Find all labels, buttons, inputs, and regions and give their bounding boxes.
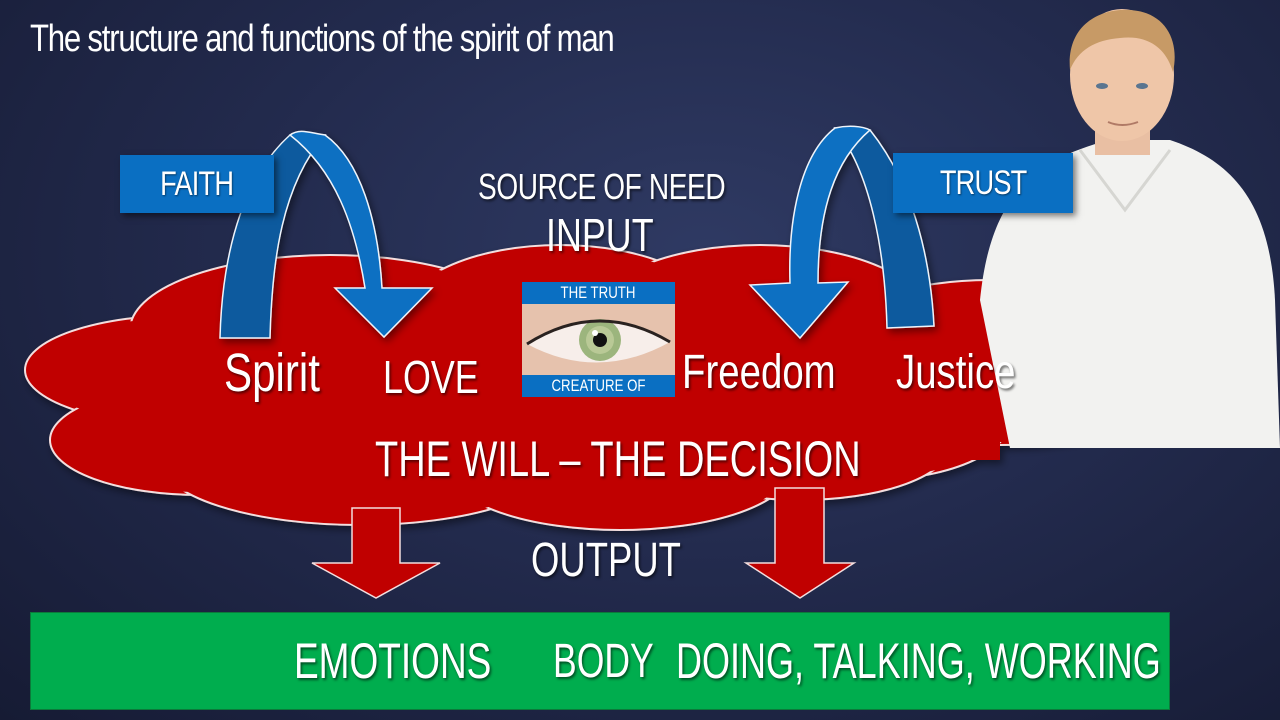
eye-card-top-label: THE TRUTH bbox=[561, 283, 636, 302]
faith-label: FAITH bbox=[160, 164, 234, 203]
eye-card-bottom-band: CREATURE OF GOD bbox=[522, 375, 675, 397]
faith-label-box: FAITH bbox=[120, 155, 274, 213]
output-arrow-right bbox=[743, 487, 857, 599]
output-bar bbox=[30, 612, 1170, 710]
output-label: OUTPUT bbox=[531, 534, 681, 587]
trust-arrow bbox=[748, 125, 935, 340]
output-arrow-left bbox=[311, 507, 441, 599]
slide-title: The structure and functions of the spiri… bbox=[30, 18, 615, 60]
freedom-label: Freedom bbox=[682, 346, 836, 399]
source-of-need-label: SOURCE OF NEED bbox=[478, 166, 726, 207]
love-label: LOVE bbox=[383, 351, 479, 403]
trust-label-box: TRUST bbox=[893, 153, 1073, 213]
spirit-label: Spirit bbox=[224, 343, 320, 403]
input-label: INPUT bbox=[546, 209, 654, 261]
faith-arrow bbox=[219, 130, 434, 339]
eye-photo bbox=[522, 304, 675, 375]
truth-eye-card: THE TRUTH CREATURE OF GOD bbox=[522, 282, 675, 397]
justice-label: Justice bbox=[896, 346, 1016, 399]
output-emotions: EMOTIONS bbox=[294, 633, 492, 689]
eye-card-top-band: THE TRUTH bbox=[522, 282, 675, 304]
output-doing-talking-working: DOING, TALKING, WORKING bbox=[676, 633, 1161, 689]
eye-card-bottom-label: CREATURE OF GOD bbox=[551, 376, 646, 395]
will-decision-label: THE WILL – THE DECISION bbox=[375, 431, 861, 487]
output-body: BODY bbox=[553, 635, 654, 688]
presenter-photo bbox=[970, 0, 1280, 448]
trust-label: TRUST bbox=[939, 163, 1027, 202]
